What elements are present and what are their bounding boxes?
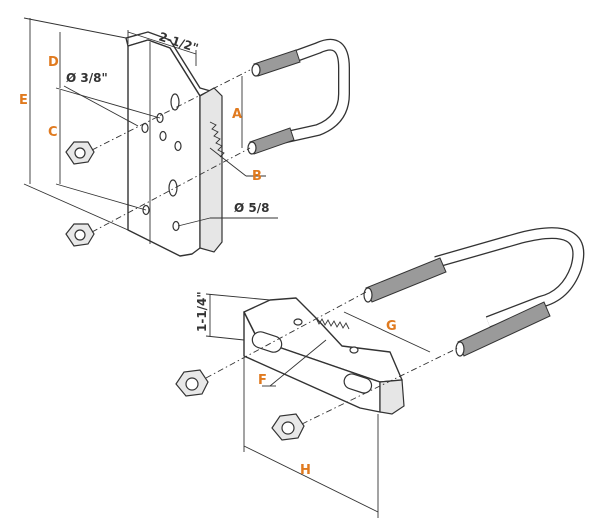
label-height-small: 1-1/4" <box>195 291 209 332</box>
bottom-dimensions <box>205 293 431 518</box>
top-nut-upper <box>65 141 95 165</box>
label-d: D <box>48 55 59 70</box>
bottom-nut-right <box>271 413 305 441</box>
label-h: H <box>300 463 311 478</box>
vertical-bracket <box>125 31 225 257</box>
top-dimensions <box>23 17 278 231</box>
label-g: G <box>386 319 397 334</box>
label-c: C <box>48 125 58 140</box>
bottom-u-bolt <box>363 227 585 357</box>
top-u-bolt <box>247 38 350 155</box>
top-nut-lower <box>65 223 95 247</box>
label-e: E <box>19 93 28 108</box>
label-a: A <box>232 107 242 122</box>
horizontal-bracket <box>243 297 405 415</box>
label-dia-small: Ø 3/8" <box>66 71 108 85</box>
label-b: B <box>252 169 262 184</box>
bottom-nut-left <box>175 369 209 397</box>
label-dia-large: Ø 5/8 <box>234 201 269 215</box>
label-f: F <box>258 373 267 388</box>
